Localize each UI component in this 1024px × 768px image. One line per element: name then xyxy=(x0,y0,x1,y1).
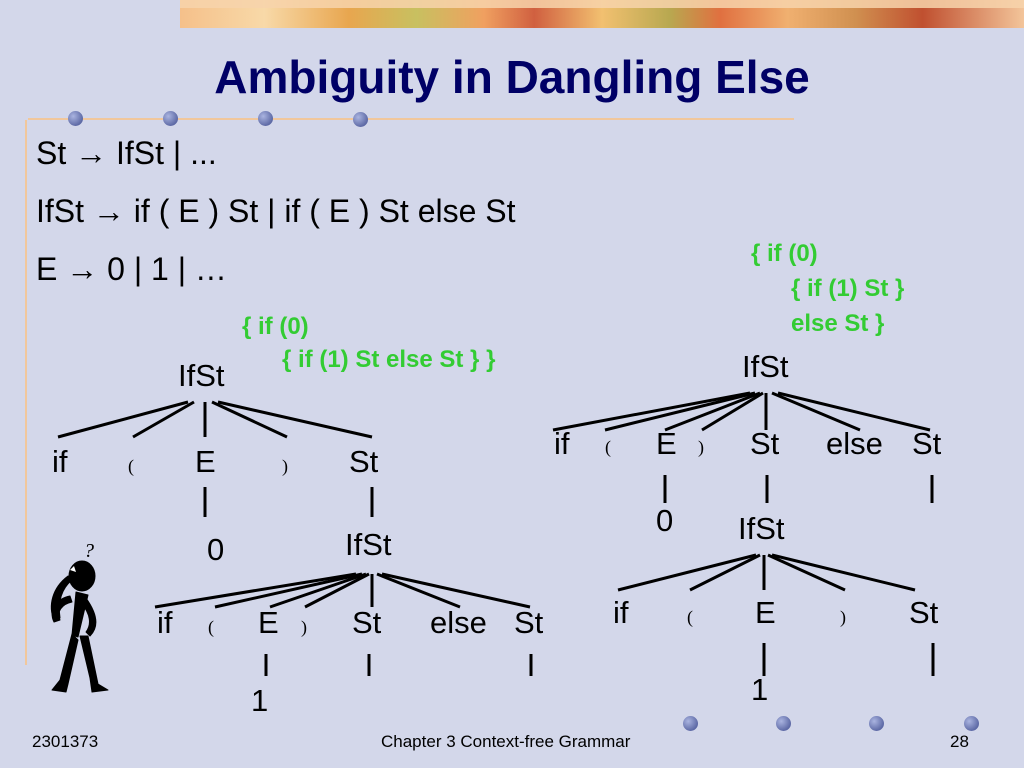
right-tree-else: else xyxy=(826,426,883,461)
title-divider xyxy=(28,118,794,120)
right-subtree-lparen: ( xyxy=(687,607,693,627)
left-subtree-rparen: ) xyxy=(301,617,307,637)
slide-title: Ambiguity in Dangling Else xyxy=(214,51,810,103)
left-divider xyxy=(25,120,27,665)
left-subtree-lparen: ( xyxy=(208,617,214,637)
left-tree-if: if xyxy=(52,444,68,479)
right-tree-e: E xyxy=(656,426,677,461)
right-annotation-line-3: else St } xyxy=(751,310,885,337)
bullet-dot-icon xyxy=(353,112,368,127)
right-subtree-rparen: ) xyxy=(840,607,846,627)
bullet-dot-icon xyxy=(776,716,791,731)
right-tree-if: if xyxy=(554,426,570,461)
left-tree-root: IfSt xyxy=(178,358,225,393)
footer-chapter: Chapter 3 Context-free Grammar xyxy=(381,732,631,751)
left-tree-st: St xyxy=(349,444,379,479)
right-subtree-e: E xyxy=(755,595,776,630)
bullet-dot-icon xyxy=(258,111,273,126)
left-tree-rparen: ) xyxy=(282,456,288,476)
grammar-rule-e: E → 0 | 1 | … xyxy=(36,251,227,287)
left-annotation-line-2: { if (1) St else St } } xyxy=(242,346,496,373)
bullet-dot-icon xyxy=(68,111,83,126)
bullet-dot-icon xyxy=(964,716,979,731)
footer-page-number: 28 xyxy=(950,732,969,751)
left-subtree-e-value: 1 xyxy=(251,683,269,718)
left-subtree-else: else xyxy=(430,605,487,640)
left-tree-e-value: 0 xyxy=(207,532,225,567)
grammar-rule-ifst: IfSt → if ( E ) St | if ( E ) St else St xyxy=(36,193,516,229)
grammar-rule-st: St → IfSt | ... xyxy=(36,135,217,171)
right-tree-root: IfSt xyxy=(742,349,789,384)
left-subtree-st-2: St xyxy=(514,605,544,640)
right-tree-rparen: ) xyxy=(698,437,704,457)
thinking-person-icon xyxy=(50,560,109,693)
left-tree-e: E xyxy=(195,444,216,479)
right-subtree-root: IfSt xyxy=(738,511,785,546)
left-annotation-line-1: { if (0) xyxy=(242,313,309,340)
bullet-dot-icon xyxy=(869,716,884,731)
right-tree-lparen: ( xyxy=(605,437,611,457)
right-tree-st: St xyxy=(750,426,780,461)
question-mark: ? xyxy=(84,540,94,562)
left-subtree-if: if xyxy=(157,605,173,640)
right-annotation-line-1: { if (0) xyxy=(751,240,818,267)
right-annotation-line-2: { if (1) St } xyxy=(751,275,905,302)
left-subtree-st: St xyxy=(352,605,382,640)
right-tree-e-value: 0 xyxy=(656,503,674,538)
left-subtree-root: IfSt xyxy=(345,527,392,562)
right-subtree-if: if xyxy=(613,595,629,630)
bullet-dot-icon xyxy=(163,111,178,126)
decorative-banner xyxy=(180,0,1024,28)
right-subtree-st: St xyxy=(909,595,939,630)
right-subtree-e-value: 1 xyxy=(751,672,769,707)
left-tree-lparen: ( xyxy=(128,456,134,476)
footer-course-code: 2301373 xyxy=(32,732,99,751)
left-subtree-e: E xyxy=(258,605,279,640)
bullet-dot-icon xyxy=(683,716,698,731)
right-tree-st-2: St xyxy=(912,426,942,461)
